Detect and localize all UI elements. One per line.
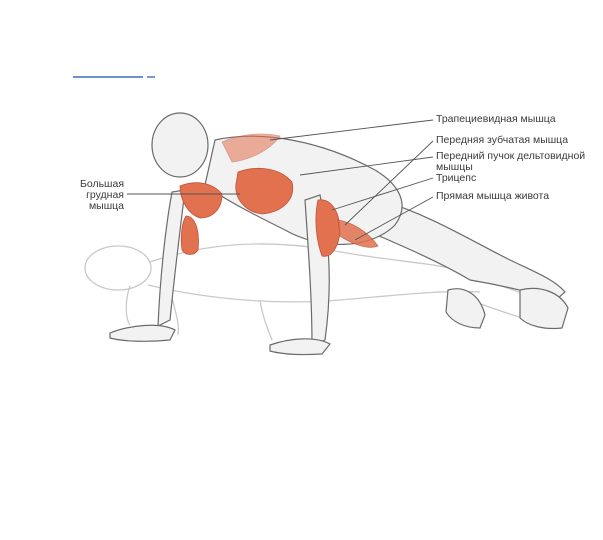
leader-lines bbox=[127, 119, 434, 241]
left-hand bbox=[109, 324, 176, 342]
label-pectoral: Большая грудная мышца bbox=[60, 179, 124, 212]
triceps-muscle-right bbox=[315, 199, 341, 257]
right-hand bbox=[269, 338, 331, 356]
muscles bbox=[179, 133, 379, 257]
legs bbox=[369, 199, 566, 301]
head bbox=[151, 112, 209, 178]
serratus-muscle bbox=[337, 219, 379, 248]
trapezius-muscle bbox=[221, 133, 281, 163]
label-deltoid-2: мышцы bbox=[436, 161, 473, 173]
label-pectoral-2: грудная bbox=[86, 189, 124, 201]
label-pectoral-3: мышца bbox=[88, 200, 124, 212]
label-pectoral-1: Большая bbox=[79, 178, 124, 190]
pectoral-muscle bbox=[235, 167, 294, 215]
label-deltoid-1: Передний пучок дельтовидной bbox=[436, 150, 586, 162]
deltoid-muscle bbox=[179, 182, 223, 219]
label-rectus: Прямая мышца живота bbox=[436, 190, 550, 202]
label-serratus: Передняя зубчатая мышца bbox=[436, 134, 569, 146]
label-triceps: Трицепс bbox=[436, 172, 477, 184]
shoe-right bbox=[519, 287, 569, 330]
label-trapezius: Трапециевидная мышца bbox=[436, 113, 556, 125]
triceps-muscle-left bbox=[180, 215, 199, 255]
shoe-left bbox=[445, 288, 486, 329]
